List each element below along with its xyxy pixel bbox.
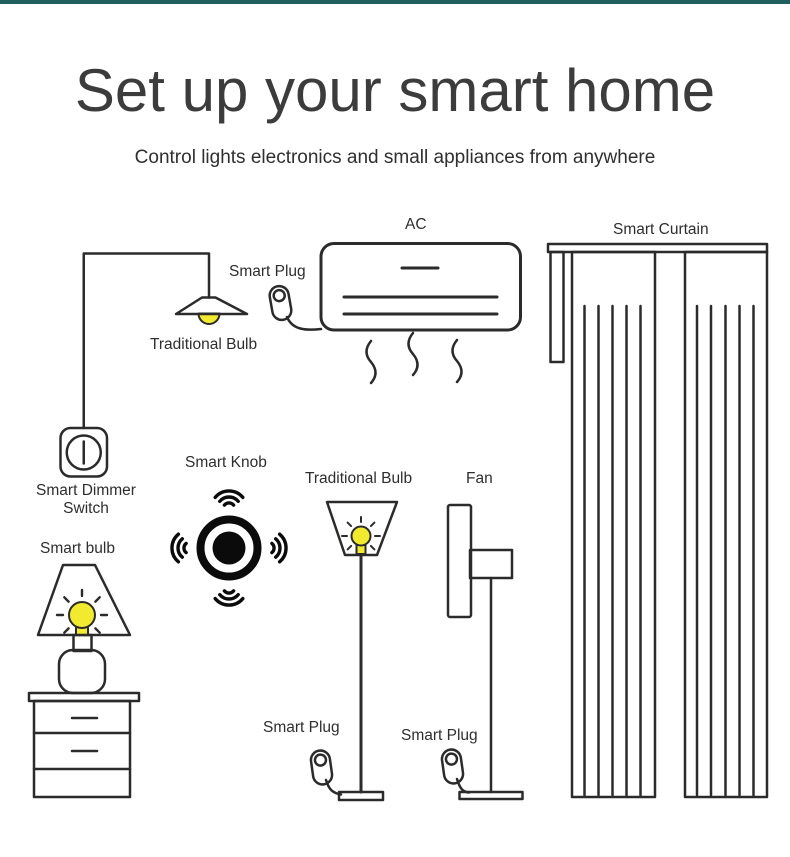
wifi-waves-left-icon xyxy=(170,532,188,564)
page-subtitle: Control lights electronics and small app… xyxy=(134,147,656,168)
table-lamp-neck xyxy=(72,633,93,653)
pendant-lamp-icon xyxy=(174,296,249,325)
smart-knob-icon xyxy=(170,489,288,607)
curtain-folds-right xyxy=(695,304,755,797)
smart-plug-lamp-icon xyxy=(308,748,335,787)
fan-icon xyxy=(446,503,524,801)
smart-plug-ac-icon xyxy=(266,283,295,323)
ac-airflow-icon xyxy=(365,331,463,385)
fan-base xyxy=(458,790,524,801)
smart-curtain-label: Smart Curtain xyxy=(613,221,709,238)
smart-dimmer-label-line1: Smart Dimmer xyxy=(36,482,136,499)
fan-label: Fan xyxy=(466,470,493,487)
wifi-waves-right-icon xyxy=(270,532,288,564)
dimmer-to-lamp-wire xyxy=(82,252,211,430)
floor-bulb-label: Traditional Bulb xyxy=(305,470,413,487)
smart-dimmer-switch-label: Smart Dimmer Switch xyxy=(24,482,148,518)
page-title: Set up your smart home xyxy=(74,57,716,124)
floor-lamp-base xyxy=(337,790,385,802)
nightstand-icon xyxy=(27,691,141,799)
smart-curtain-icon xyxy=(546,242,769,799)
smart-plug-ac-label: Smart Plug xyxy=(229,263,306,280)
smart-bulb-label: Smart bulb xyxy=(40,540,115,557)
floor-lamp-bulb-icon xyxy=(341,516,381,555)
wifi-waves-top-icon xyxy=(213,489,245,507)
table-lamp-icon xyxy=(36,563,132,695)
table-lamp-body xyxy=(57,648,107,695)
curtain-panel-left xyxy=(570,250,657,799)
table-lamp-shade xyxy=(36,563,132,637)
ac-unit-icon xyxy=(319,242,522,332)
smart-plug-ac-cord xyxy=(285,315,323,331)
curtain-panel-right xyxy=(683,250,769,799)
ac-label: AC xyxy=(405,216,427,233)
fan-hub xyxy=(468,548,514,580)
floor-lamp-shade xyxy=(325,500,399,557)
smart-dimmer-switch-icon xyxy=(59,426,109,478)
curtain-folds-left xyxy=(583,304,642,797)
wifi-waves-bottom-icon xyxy=(213,589,245,607)
fan-blade xyxy=(446,503,473,619)
smart-plug-fan-icon xyxy=(439,747,466,786)
curtain-motor xyxy=(549,250,565,364)
smart-knob-label: Smart Knob xyxy=(185,454,267,471)
smart-plug-fan-cord xyxy=(455,777,471,794)
smart-dimmer-label-line2: Switch xyxy=(63,499,109,517)
pendant-shade-icon xyxy=(174,296,249,316)
smart-plug-lamp-label: Smart Plug xyxy=(263,719,340,736)
smart-bulb-icon xyxy=(55,588,109,636)
accent-top-bar xyxy=(0,0,790,4)
bulb-rays xyxy=(341,516,381,551)
floor-lamp-icon xyxy=(325,500,399,802)
curtain-rail xyxy=(546,242,769,254)
smart-plug-fan-label: Smart Plug xyxy=(401,727,478,744)
pendant-bulb-label: Traditional Bulb xyxy=(150,336,258,353)
bulb-rays xyxy=(55,588,109,634)
smart-plug-lamp-cord xyxy=(324,778,343,796)
nightstand-body xyxy=(32,699,132,799)
